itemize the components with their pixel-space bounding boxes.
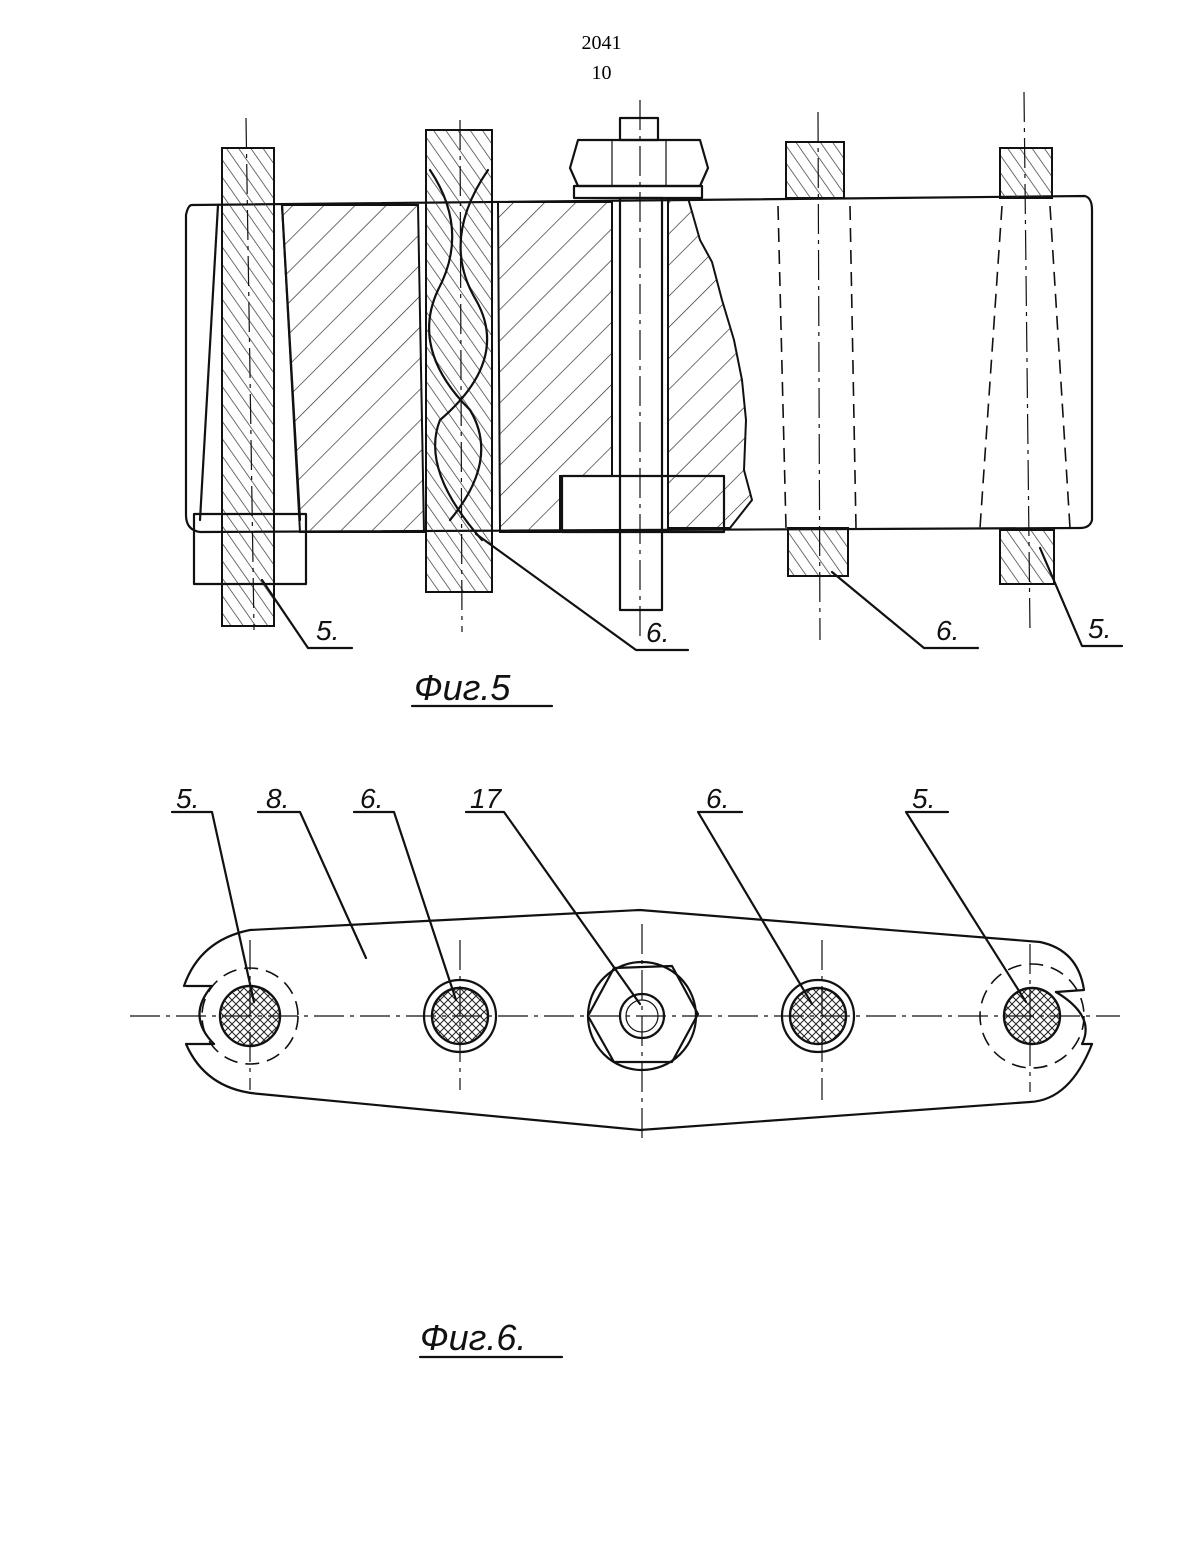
fig6-label-4: 17 bbox=[470, 783, 503, 814]
section-hatch-middle bbox=[498, 202, 612, 532]
fig6-label-5: 6. bbox=[706, 783, 729, 814]
figure-5-caption: Фиг.5 bbox=[414, 667, 511, 708]
fig6-label-1: 5. bbox=[176, 783, 199, 814]
figure-6-drawing: 5. 8. 6. 17 6. 5. Фиг.6. bbox=[130, 783, 1120, 1358]
fig5-label-1: 5. bbox=[316, 615, 339, 646]
figure-5-drawing: 5. 6. 6. 5. Фиг.5 bbox=[186, 92, 1122, 708]
fig6-rod-6-right bbox=[782, 940, 854, 1100]
fig5-label-2: 6. bbox=[646, 617, 669, 648]
fig6-label-3: 6. bbox=[360, 783, 383, 814]
fig6-rod-5-right bbox=[980, 944, 1084, 1092]
fig6-rod-5-left bbox=[202, 940, 298, 1090]
fig5-label-3: 6. bbox=[936, 615, 959, 646]
plate-8-outline bbox=[184, 910, 1092, 1130]
fig6-label-2: 8. bbox=[266, 783, 289, 814]
fig5-label-4: 5. bbox=[1088, 613, 1111, 644]
fig6-label-6: 5. bbox=[912, 783, 935, 814]
rod-5-right bbox=[980, 92, 1070, 632]
rod-6-right bbox=[778, 112, 856, 640]
figure-5-leaders bbox=[262, 534, 1122, 650]
fig6-bolt-17 bbox=[588, 924, 698, 1142]
section-hatch-left bbox=[282, 205, 424, 532]
figure-6-leaders bbox=[172, 812, 1026, 1004]
fig6-rod-6-left bbox=[424, 940, 496, 1090]
rod-6-twisted bbox=[426, 120, 492, 632]
section-hatch-right bbox=[668, 198, 752, 528]
rod-5-left bbox=[194, 118, 306, 630]
figure-6-caption: Фиг.6. bbox=[420, 1317, 526, 1358]
